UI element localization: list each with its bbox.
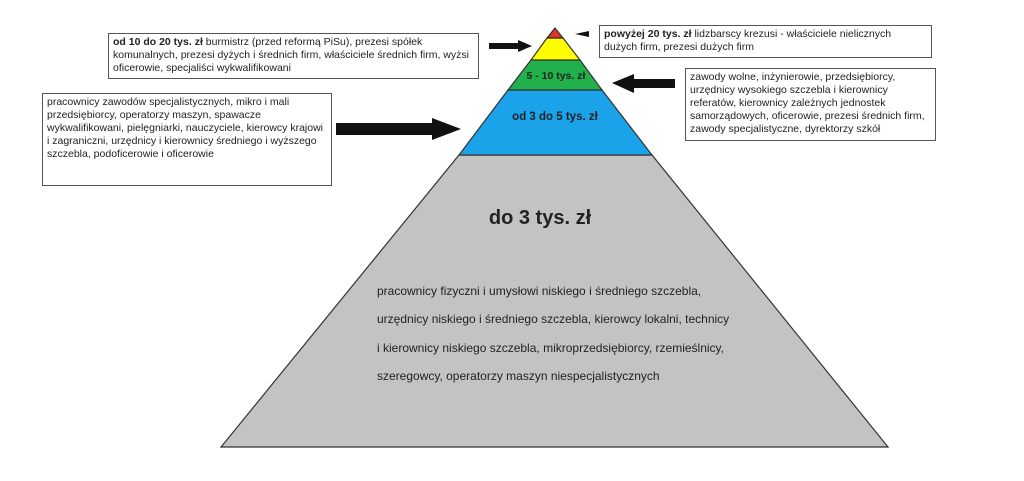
base-description-line: pracownicy fizyczni i umysłowi niskiego … [377, 284, 702, 298]
base-description-line: szeregowcy, operatorzy maszyn niespecjal… [377, 369, 660, 383]
tier-base [219, 154, 890, 448]
callout-3-5: pracownicy zawodów specjalistycznych, mi… [42, 93, 332, 186]
tier-label-5-10: 5 - 10 tys. zł [526, 70, 586, 82]
callout-3-5-text: pracownicy zawodów specjalistycznych, mi… [47, 96, 324, 160]
callout-5-10-text: zawody wolne, inżynierowie, przedsiębior… [690, 71, 925, 135]
callout-above-20-heading: powyżej 20 tys. zł [604, 28, 692, 40]
arrow-right-icon [336, 118, 461, 140]
callout-10-20-heading: od 10 do 20 tys. zł [113, 36, 203, 48]
arrow-left-icon [575, 31, 589, 37]
tier-label-3-5: od 3 do 5 tys. zł [512, 111, 598, 123]
callout-10-20: od 10 do 20 tys. zł burmistrz (przed ref… [108, 33, 479, 79]
callout-5-10: zawody wolne, inżynierowie, przedsiębior… [685, 68, 936, 141]
base-description-line: i kierownicy niskiego szczebla, mikroprz… [377, 341, 724, 355]
callout-above-20-text: lidzbarscy krezusi - właściciele nielicz… [604, 28, 892, 53]
tier-label-base: do 3 tys. zł [488, 207, 592, 229]
arrow-left-icon [612, 74, 675, 93]
callout-above-20: powyżej 20 tys. zł lidzbarscy krezusi - … [599, 25, 932, 58]
base-description-line: urzędnicy niskiego i średniego szczebla,… [377, 312, 730, 326]
callout-10-20-text: burmistrz (przed reformą PiSu), prezesi … [113, 36, 469, 74]
tier-above-20 [545, 27, 565, 39]
arrow-right-icon [489, 40, 532, 52]
tier-10-20 [529, 37, 582, 61]
